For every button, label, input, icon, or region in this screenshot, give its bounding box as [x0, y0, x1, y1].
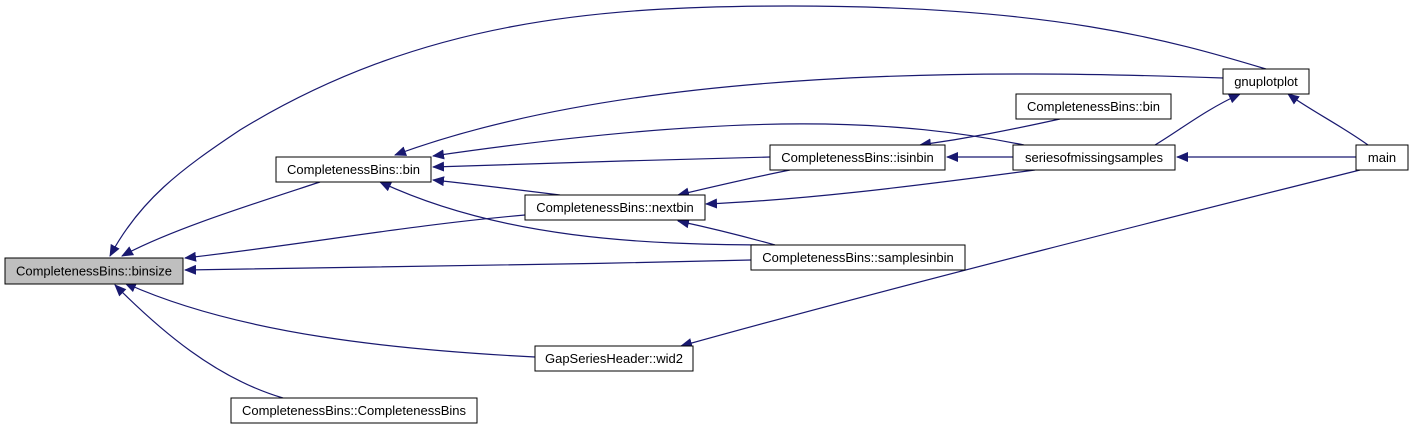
- edge-line: [121, 181, 321, 257]
- node-box: [769, 144, 946, 171]
- edge-line: [184, 214, 526, 262]
- node-box: [1015, 93, 1172, 120]
- edge-line: [677, 218, 776, 246]
- edge-series-to-bin1: [432, 123, 1025, 160]
- edges-layer: [109, 5, 1369, 399]
- edge-isinbin-to-bin1: [432, 156, 771, 172]
- node-label: main: [1368, 150, 1396, 165]
- edge-nextbin-to-binsize: [184, 214, 526, 262]
- node-main[interactable]: main: [1355, 144, 1409, 171]
- node-bin2[interactable]: CompletenessBins::bin: [1015, 93, 1172, 120]
- node-samplesinbin[interactable]: CompletenessBins::samplesinbin: [750, 244, 966, 271]
- edge-line: [432, 176, 561, 196]
- node-box: [524, 194, 706, 221]
- node-wid2[interactable]: GapSeriesHeader::wid2: [534, 345, 694, 372]
- node-label: CompletenessBins::isinbin: [781, 150, 933, 165]
- edge-line: [184, 259, 752, 275]
- node-label: CompletenessBins::binsize: [16, 264, 172, 279]
- nodes-layer: CompletenessBins::binsizeCompletenessBin…: [4, 68, 1409, 424]
- edge-nextbin-to-bin1: [432, 176, 561, 196]
- node-isinbin[interactable]: CompletenessBins::isinbin: [769, 144, 946, 171]
- edge-samplesinbin-to-bin1: [379, 181, 776, 246]
- edge-main-to-gnuplot: [1287, 93, 1369, 146]
- edge-line: [705, 169, 1036, 209]
- node-ctor[interactable]: CompletenessBins::CompletenessBins: [230, 397, 478, 424]
- node-box: [275, 156, 432, 183]
- edge-main-to-wid2: [680, 169, 1361, 348]
- node-box: [750, 244, 966, 271]
- node-label: CompletenessBins::bin: [287, 162, 420, 177]
- node-bin1[interactable]: CompletenessBins::bin: [275, 156, 432, 183]
- edge-line: [919, 118, 1061, 149]
- edge-line: [394, 73, 1224, 156]
- edge-line: [1287, 93, 1369, 146]
- edge-samplesinbin-to-binsize: [184, 259, 752, 275]
- node-series[interactable]: seriesofmissingsamples: [1012, 144, 1176, 171]
- edge-line: [124, 282, 536, 358]
- edge-bin2-to-isinbin: [919, 118, 1061, 149]
- edge-line: [1154, 93, 1241, 146]
- edge-samplesinbin-to-nextbin: [677, 218, 776, 246]
- edge-line: [114, 284, 284, 399]
- node-label: seriesofmissingsamples: [1025, 150, 1163, 165]
- node-box: [4, 257, 184, 285]
- edge-line: [677, 169, 791, 198]
- edge-line: [680, 169, 1361, 348]
- node-label: CompletenessBins::nextbin: [536, 200, 694, 215]
- node-box: [1355, 144, 1409, 171]
- edge-bin1-to-binsize: [121, 181, 321, 257]
- node-label: CompletenessBins::CompletenessBins: [242, 403, 466, 418]
- edge-line: [432, 156, 771, 172]
- edge-line: [379, 181, 776, 246]
- node-label: CompletenessBins::bin: [1027, 99, 1160, 114]
- node-box: [534, 345, 694, 372]
- edge-gnuplot-to-bin1: [394, 73, 1224, 156]
- edge-wid2-to-binsize: [124, 282, 536, 358]
- node-gnuplot[interactable]: gnuplotplot: [1222, 68, 1310, 95]
- node-label: CompletenessBins::samplesinbin: [762, 250, 953, 265]
- node-label: GapSeriesHeader::wid2: [545, 351, 683, 366]
- node-label: gnuplotplot: [1234, 74, 1298, 89]
- node-box: [1222, 68, 1310, 95]
- node-binsize: CompletenessBins::binsize: [4, 257, 184, 285]
- edge-line: [432, 123, 1025, 160]
- edge-gnuplot-to-binsize: [109, 5, 1267, 257]
- node-box: [230, 397, 478, 424]
- edge-series-to-nextbin: [705, 169, 1036, 209]
- edge-isinbin-to-nextbin: [677, 169, 791, 198]
- node-nextbin[interactable]: CompletenessBins::nextbin: [524, 194, 706, 221]
- edge-ctor-to-binsize: [114, 284, 284, 399]
- edge-line: [109, 5, 1267, 257]
- node-box: [1012, 144, 1176, 171]
- edge-series-to-gnuplot: [1154, 93, 1241, 146]
